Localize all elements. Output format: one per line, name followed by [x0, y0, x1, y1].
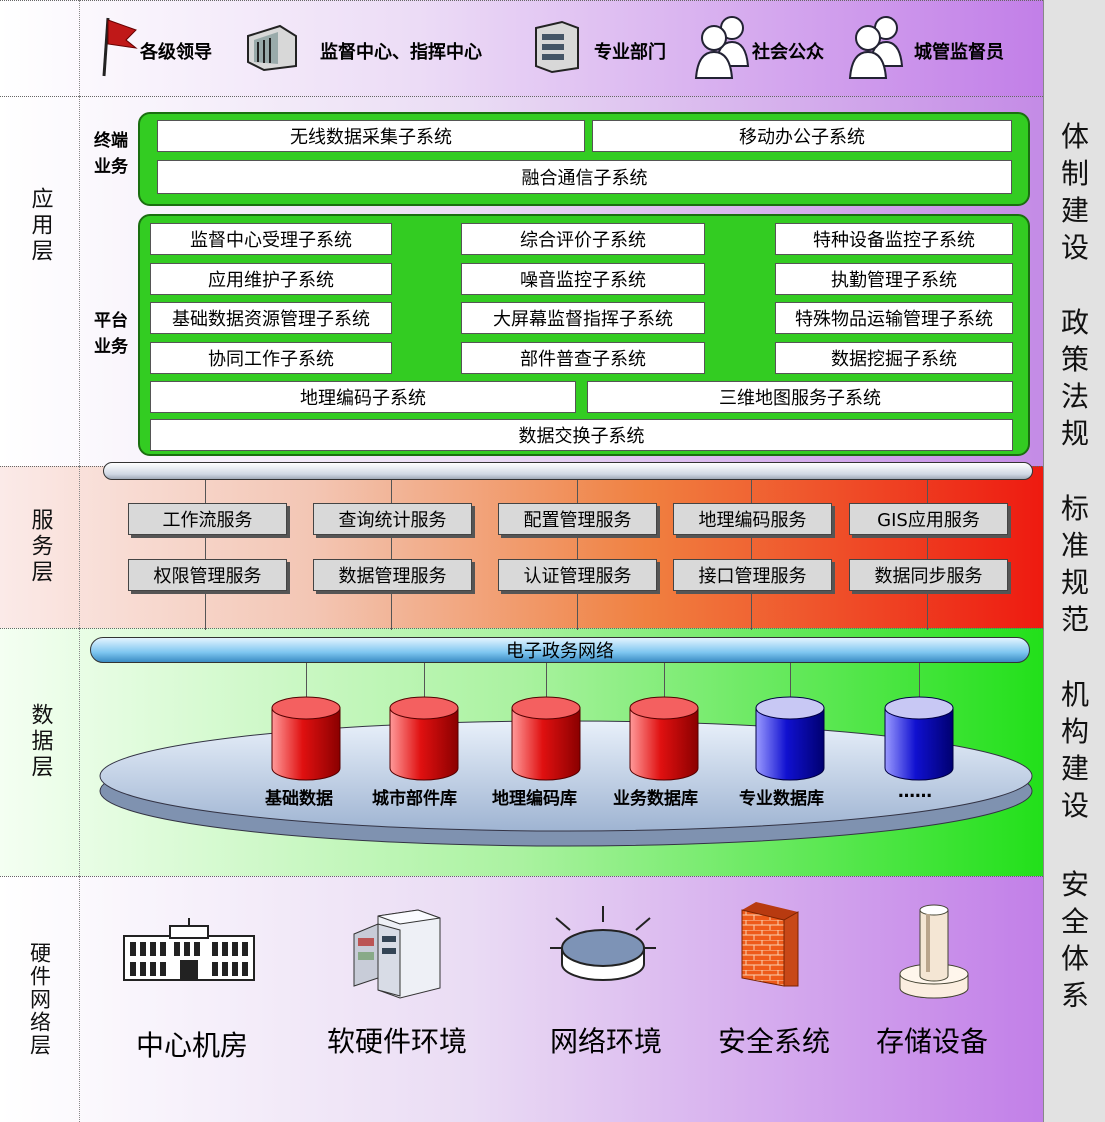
- audience-departments: 专业部门: [594, 42, 666, 63]
- audience-inspectors: 城管监督员: [914, 42, 1004, 63]
- right-support-column: 体制建设 政策法规 标准规范 机构建设 安全体系: [1043, 0, 1105, 1122]
- platform-box: 综合评价子系统: [461, 223, 705, 255]
- database-icon-red: [628, 696, 700, 782]
- data-center-icon: [122, 918, 256, 984]
- hardware-label: 软硬件环境: [327, 1025, 468, 1058]
- platform-business-label: 平台业务: [94, 311, 128, 357]
- service-box: 认证管理服务: [498, 559, 657, 591]
- right-label-policy: 政策法规: [1044, 304, 1105, 452]
- right-label-text: 体制建设: [1060, 120, 1089, 264]
- service-layer-text: 服务层: [27, 508, 53, 586]
- hardware-label: 网络环境: [550, 1025, 663, 1058]
- storage-icon: [898, 904, 970, 1000]
- hardware-label: 存储设备: [876, 1025, 989, 1058]
- connector-line: [577, 480, 578, 630]
- hardware-layer-band: [0, 876, 1043, 1122]
- connector-line: [927, 480, 928, 630]
- platform-box-data-exchange: 数据交换子系统: [150, 419, 1013, 451]
- connector-line: [205, 480, 206, 630]
- connector-line: [919, 663, 920, 709]
- people-icon: [692, 10, 752, 80]
- terminal-business-label: 终端业务: [94, 131, 128, 177]
- right-label-text: 机构建设: [1060, 678, 1089, 822]
- audience-public: 社会公众: [752, 42, 824, 63]
- service-layer-label: 服务层: [0, 466, 80, 628]
- hardware-layer-text: 硬件网络层: [27, 941, 52, 1057]
- database-label: 城市部件库: [372, 789, 457, 809]
- platform-box: 基础数据资源管理子系统: [150, 302, 392, 334]
- platform-box: 噪音监控子系统: [461, 263, 705, 295]
- database-label: 地理编码库: [492, 789, 577, 809]
- right-label-institution: 机构建设: [1044, 676, 1105, 824]
- platform-box: 部件普查子系统: [461, 342, 705, 374]
- service-box: GIS应用服务: [849, 503, 1008, 535]
- database-label: ……: [898, 782, 932, 802]
- egov-network-pipe: 电子政务网络: [90, 637, 1030, 663]
- audience-label-cell: [0, 0, 80, 96]
- platform-box: 数据挖掘子系统: [775, 342, 1013, 374]
- service-box: 数据同步服务: [849, 559, 1008, 591]
- hardware-label: 中心机房: [136, 1029, 249, 1062]
- egov-network-label: 电子政务网络: [506, 641, 614, 662]
- terminal-box-wireless: 无线数据采集子系统: [157, 120, 585, 152]
- platform-box: 应用维护子系统: [150, 263, 392, 295]
- database-icon-blue: [754, 696, 826, 782]
- database-icon-red: [510, 696, 582, 782]
- database-icon-red: [270, 696, 342, 782]
- service-box: 权限管理服务: [128, 559, 287, 591]
- database-label: 业务数据库: [613, 789, 698, 809]
- hardware-layer-label: 硬件网络层: [0, 876, 80, 1122]
- platform-box-geocoding: 地理编码子系统: [150, 381, 576, 413]
- service-layer-band: [0, 466, 1043, 628]
- right-label-security: 安全体系: [1044, 866, 1105, 1014]
- data-layer-label: 数据层: [0, 628, 80, 876]
- service-box: 配置管理服务: [498, 503, 657, 535]
- server-icon: [348, 908, 444, 1000]
- service-box: 查询统计服务: [313, 503, 472, 535]
- app-layer-text: 应用层: [27, 187, 53, 265]
- right-label-standards: 标准规范: [1044, 490, 1105, 638]
- connector-line: [546, 663, 547, 709]
- connector-line: [424, 663, 425, 709]
- platform-box: 特种设备监控子系统: [775, 223, 1013, 255]
- platform-box: 大屏幕监督指挥子系统: [461, 302, 705, 334]
- service-bus-pipe: [103, 462, 1033, 480]
- database-icon-red: [388, 696, 460, 782]
- connector-line: [751, 480, 752, 630]
- right-label-text: 政策法规: [1060, 306, 1089, 450]
- platform-box: 协同工作子系统: [150, 342, 392, 374]
- flag-icon: [98, 14, 138, 78]
- building-icon: [244, 22, 300, 72]
- right-label-text: 安全体系: [1060, 868, 1089, 1012]
- right-label-system-building: 体制建设: [1044, 118, 1105, 266]
- terminal-box-converged-comm: 融合通信子系统: [157, 160, 1012, 194]
- terminal-box-mobile-office: 移动办公子系统: [592, 120, 1012, 152]
- connector-line: [391, 480, 392, 630]
- connector-line: [306, 663, 307, 709]
- data-layer-text: 数据层: [27, 703, 53, 781]
- platform-box: 监督中心受理子系统: [150, 223, 392, 255]
- database-label: 专业数据库: [739, 789, 824, 809]
- connector-line: [664, 663, 665, 709]
- service-box: 接口管理服务: [673, 559, 832, 591]
- service-box: 工作流服务: [128, 503, 287, 535]
- inspectors-icon: [846, 10, 906, 80]
- platform-box-3d-map: 三维地图服务子系统: [587, 381, 1013, 413]
- firewall-icon: [738, 900, 804, 988]
- audience-leaders: 各级领导: [140, 42, 212, 63]
- app-layer-label: 应用层: [0, 96, 80, 466]
- service-box: 数据管理服务: [313, 559, 472, 591]
- office-building-icon: [532, 18, 582, 74]
- audience-supervision-center: 监督中心、指挥中心: [320, 42, 482, 63]
- database-label: 基础数据: [265, 789, 333, 809]
- service-box: 地理编码服务: [673, 503, 832, 535]
- right-label-text: 标准规范: [1060, 492, 1089, 636]
- database-icon-blue: [883, 696, 955, 782]
- hardware-label: 安全系统: [718, 1025, 831, 1058]
- network-hub-icon: [548, 904, 658, 990]
- connector-line: [790, 663, 791, 709]
- platform-box: 特殊物品运输管理子系统: [775, 302, 1013, 334]
- platform-box: 执勤管理子系统: [775, 263, 1013, 295]
